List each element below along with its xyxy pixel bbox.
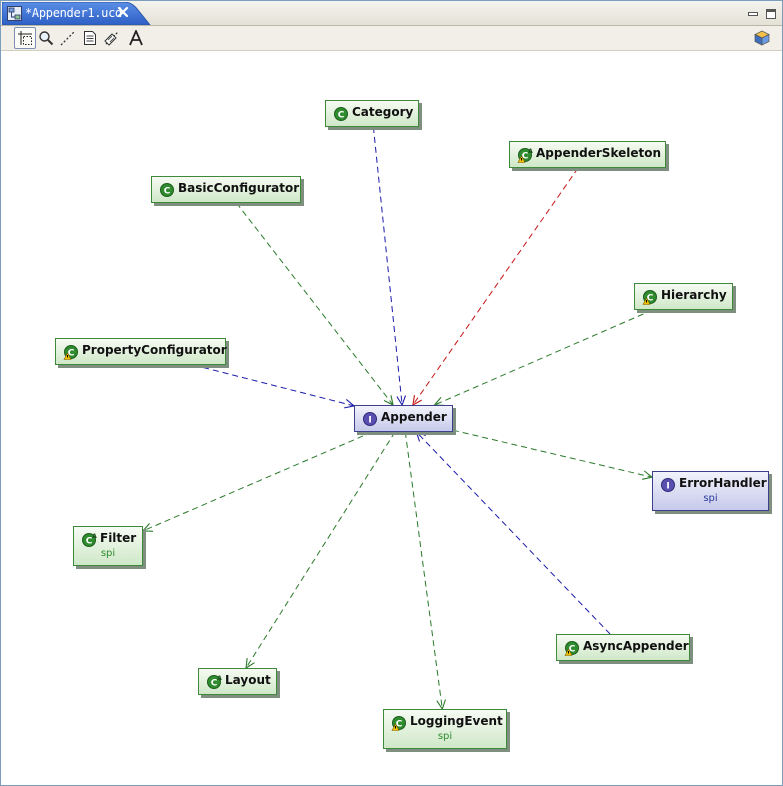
- node-propertyconfigurator[interactable]: C PropertyConfigurator: [55, 338, 227, 365]
- node-label: Layout: [225, 673, 271, 687]
- node-errorhandler[interactable]: I ErrorHandler spi: [652, 471, 769, 511]
- interface-icon: I: [362, 411, 378, 427]
- interface-icon: I: [660, 477, 676, 493]
- package-label: spi: [437, 731, 453, 742]
- edge-basicconfigurator-to-appender[interactable]: [236, 202, 394, 406]
- maximize-icon[interactable]: [765, 5, 777, 19]
- svg-text:C: C: [396, 720, 403, 730]
- arrowhead-appenderskeleton-to-appender: [412, 395, 422, 407]
- edge-category-to-appender[interactable]: [372, 126, 403, 406]
- node-label: PropertyConfigurator: [82, 343, 227, 357]
- node-asyncappender[interactable]: C AsyncAppender: [556, 634, 690, 661]
- node-hierarchy[interactable]: C Hierarchy: [634, 283, 733, 310]
- package-label: spi: [703, 493, 718, 504]
- svg-text:C: C: [211, 679, 218, 689]
- svg-text:A: A: [92, 533, 97, 540]
- text-icon[interactable]: [126, 28, 146, 48]
- node-label: AppenderSkeleton: [536, 146, 662, 160]
- node-label: Appender: [381, 410, 447, 424]
- node-label: LoggingEvent: [410, 714, 503, 728]
- class-diagram-file-icon: [7, 6, 22, 21]
- node-appender[interactable]: I Appender: [354, 405, 453, 432]
- minimize-icon[interactable]: [747, 5, 759, 17]
- close-icon[interactable]: [116, 5, 130, 19]
- tab-shape: [2, 2, 151, 25]
- svg-text:I: I: [666, 482, 669, 492]
- node-label: Category: [352, 105, 414, 119]
- node-loggingevent[interactable]: C LoggingEvent spi: [383, 709, 507, 749]
- 3d-box-icon[interactable]: [752, 28, 772, 48]
- node-label: Hierarchy: [661, 288, 727, 302]
- arrowhead-asyncappender-to-appender: [415, 431, 427, 442]
- diagram-toolbar: [1, 26, 782, 51]
- editor-tab[interactable]: *Appender1.ucd: [2, 2, 152, 25]
- svg-text:A: A: [217, 675, 222, 682]
- edge-appender-to-layout[interactable]: [245, 431, 396, 669]
- class-warning-icon: C: [642, 289, 658, 305]
- arrowhead-propertyconfigurator-to-appender: [344, 399, 356, 409]
- magnifier-icon[interactable]: [36, 28, 56, 48]
- svg-text:C: C: [86, 537, 93, 547]
- svg-text:C: C: [68, 349, 75, 359]
- class-warning-icon: C: [564, 640, 580, 656]
- node-label: Filter: [100, 531, 137, 545]
- edge-asyncappender-to-appender[interactable]: [416, 431, 611, 635]
- arrowhead-appender-to-filter: [141, 522, 154, 532]
- node-category[interactable]: C Category: [325, 100, 419, 127]
- svg-text:C: C: [164, 187, 171, 197]
- edge-appenderskeleton-to-appender[interactable]: [412, 167, 579, 406]
- edge-propertyconfigurator-to-appender[interactable]: [193, 364, 355, 407]
- node-label: ErrorHandler: [679, 476, 767, 490]
- editor-tab-bar: *Appender1.ucd: [1, 1, 782, 26]
- svg-text:C: C: [338, 111, 345, 121]
- node-label: AsyncAppender: [583, 639, 689, 653]
- edge-appender-to-errorhandler[interactable]: [452, 429, 653, 478]
- class-icon: C: [159, 182, 175, 198]
- svg-text:A: A: [528, 148, 533, 155]
- class-icon: C: [333, 106, 349, 122]
- dotted-connection-icon[interactable]: [58, 28, 78, 48]
- arrowhead-appender-to-layout: [245, 658, 255, 670]
- svg-text:I: I: [368, 416, 371, 426]
- edge-appender-to-loggingevent[interactable]: [404, 431, 443, 710]
- class-warning-icon: C: [63, 344, 79, 360]
- marquee-select-icon[interactable]: [14, 27, 36, 49]
- svg-text:C: C: [569, 645, 576, 655]
- package-label: spi: [100, 548, 116, 559]
- edge-hierarchy-to-appender[interactable]: [434, 309, 653, 406]
- tab-title: *Appender1.ucd: [25, 6, 122, 20]
- class-warning-icon: C: [391, 715, 407, 731]
- svg-text:C: C: [522, 152, 529, 162]
- node-basicconfigurator[interactable]: C BasicConfigurator: [151, 176, 301, 203]
- svg-text:C: C: [647, 294, 654, 304]
- note-icon[interactable]: [80, 28, 100, 48]
- note-anchor-icon[interactable]: [102, 28, 122, 48]
- edge-appender-to-filter[interactable]: [142, 431, 373, 532]
- node-label: BasicConfigurator: [178, 181, 300, 195]
